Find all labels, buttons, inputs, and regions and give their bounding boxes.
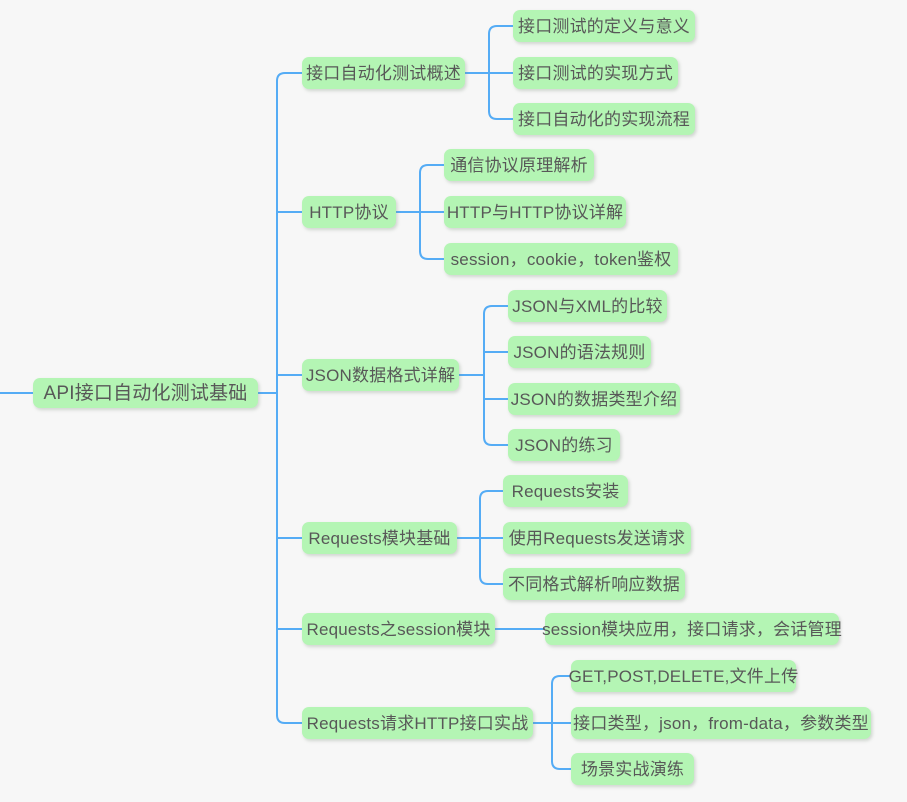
leaf-node-2-2[interactable]: HTTP与HTTP协议详解 [444,196,626,228]
node-label: 接口测试的定义与意义 [518,16,690,36]
node-label: 通信协议原理解析 [450,155,588,175]
leaf-node-2-1[interactable]: 通信协议原理解析 [444,149,594,181]
level3-b6-branch [551,760,572,770]
level2-branch [276,72,303,82]
branch-node-3[interactable]: JSON数据格式详解 [302,359,459,391]
leaf-node-6-1[interactable]: GET,POST,DELETE,文件上传 [568,660,799,692]
leaf-node-1-2[interactable]: 接口测试的实现方式 [513,57,678,89]
node-label: Requests安装 [511,481,620,501]
branch-node-4[interactable]: Requests模块基础 [302,522,457,554]
node-label: JSON的语法规则 [513,342,646,362]
node-label: API接口自动化测试基础 [43,382,248,404]
node-label: 不同格式解析响应数据 [508,574,680,594]
node-label: GET,POST,DELETE,文件上传 [568,666,799,686]
leaf-node-6-3[interactable]: 场景实战演练 [571,753,694,785]
level2-branch [276,714,303,724]
level3-b1-branch [488,25,514,35]
node-label: Requests模块基础 [308,528,451,548]
node-label: 接口自动化测试概述 [306,63,461,83]
level3-b4-branch [479,490,504,500]
node-label: 接口类型，json，from-data，参数类型 [573,713,869,733]
branch-node-2[interactable]: HTTP协议 [302,196,396,228]
node-label: session，cookie，token鉴权 [450,249,672,269]
node-label: Requests之session模块 [306,619,491,639]
level3-b1-branch [488,110,514,120]
leaf-node-4-1[interactable]: Requests安装 [503,475,628,507]
node-label: 接口测试的实现方式 [518,63,673,83]
leaf-node-3-1[interactable]: JSON与XML的比较 [508,290,667,322]
level3-b4-branch [479,575,504,585]
node-label: JSON的练习 [515,435,613,455]
level3-b3-branch [483,436,509,446]
node-label: session模块应用，接口请求，会话管理 [542,619,842,639]
node-label: HTTP协议 [309,202,389,222]
leaf-node-3-4[interactable]: JSON的练习 [508,429,620,461]
leaf-node-2-3[interactable]: session，cookie，token鉴权 [444,243,678,275]
node-label: JSON数据格式详解 [305,365,456,385]
leaf-node-4-3[interactable]: 不同格式解析响应数据 [503,568,685,600]
level3-b2-branch [419,250,445,260]
node-label: JSON的数据类型介绍 [510,389,678,409]
leaf-node-4-2[interactable]: 使用Requests发送请求 [503,522,691,554]
leaf-node-5-1[interactable]: session模块应用，接口请求，会话管理 [542,613,842,645]
leaf-node-3-3[interactable]: JSON的数据类型介绍 [508,383,680,415]
branch-node-5[interactable]: Requests之session模块 [302,613,495,645]
level3-b3-branch [483,305,509,315]
root-node[interactable]: API接口自动化测试基础 [33,378,258,408]
node-label: 场景实战演练 [580,759,685,779]
branch-node-1[interactable]: 接口自动化测试概述 [302,57,465,89]
node-label: JSON与XML的比较 [512,296,663,316]
node-label: HTTP与HTTP协议详解 [446,202,624,222]
leaf-node-6-2[interactable]: 接口类型，json，from-data，参数类型 [571,707,871,739]
leaf-node-3-2[interactable]: JSON的语法规则 [508,336,651,368]
leaf-node-1-3[interactable]: 接口自动化的实现流程 [513,103,695,135]
node-label: Requests请求HTTP接口实战 [306,713,529,733]
node-label: 接口自动化的实现流程 [518,109,690,129]
leaf-node-1-1[interactable]: 接口测试的定义与意义 [513,10,695,42]
level3-b2-branch [419,164,445,174]
node-label: 使用Requests发送请求 [508,528,686,548]
branch-node-6[interactable]: Requests请求HTTP接口实战 [302,707,533,739]
